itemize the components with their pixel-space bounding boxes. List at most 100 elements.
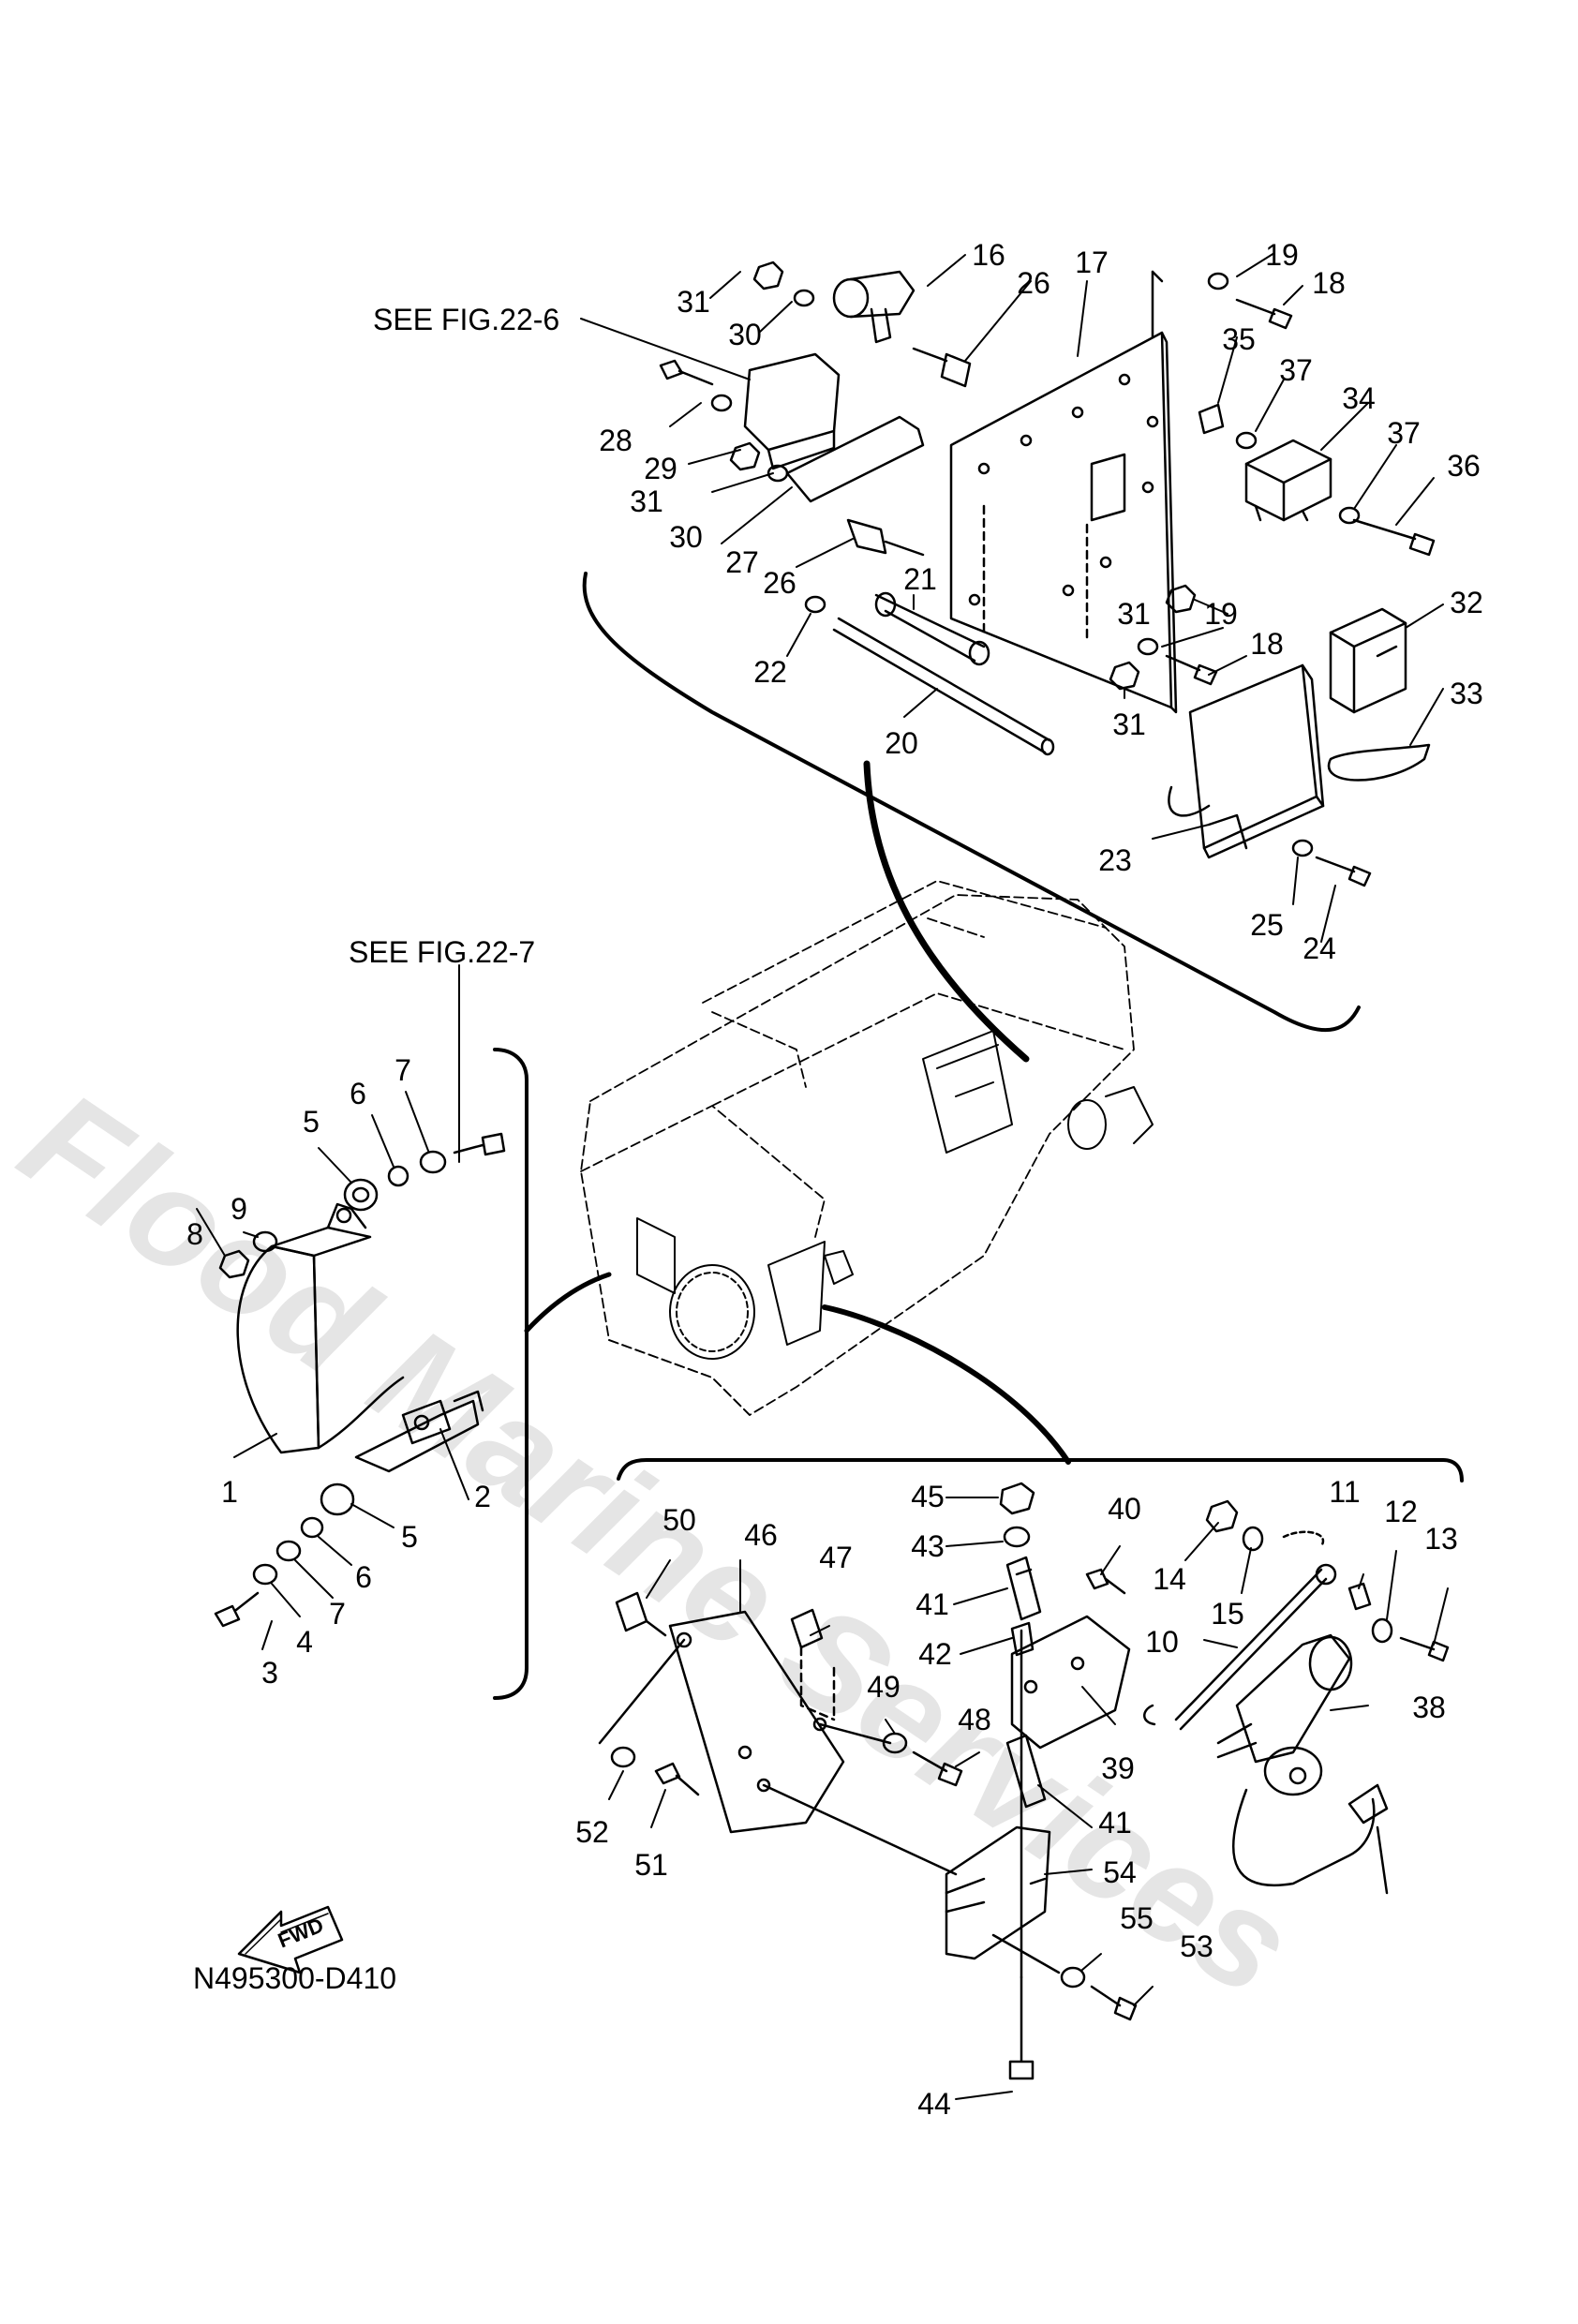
relay-34 [1244, 439, 1332, 522]
callout-31d: 31 [1112, 708, 1146, 741]
callout-19b: 19 [1204, 597, 1238, 631]
upper-leader-curve [863, 760, 1030, 1063]
bolt-53 [1090, 1985, 1138, 2021]
callout-36: 36 [1447, 449, 1481, 483]
callout-31b: 31 [630, 484, 663, 518]
washer-29 [710, 394, 733, 412]
washer-37b [1338, 506, 1361, 525]
nut-31a [752, 261, 784, 290]
bolt-24 [1315, 856, 1372, 887]
rod-10 [1174, 1568, 1328, 1731]
callout-47: 47 [819, 1541, 853, 1574]
callout-6a: 6 [350, 1077, 366, 1110]
callout-30b: 30 [669, 520, 703, 554]
washer-25 [1291, 839, 1314, 857]
nut-45 [999, 1482, 1035, 1515]
callout-43: 43 [911, 1529, 945, 1563]
washer-55 [1060, 1966, 1086, 1989]
callout-26b: 26 [763, 566, 796, 600]
callout-16: 16 [972, 238, 1005, 272]
callout-51: 51 [634, 1848, 668, 1882]
washer-52 [610, 1746, 636, 1768]
bracket-2 [354, 1390, 484, 1473]
callout-48: 48 [958, 1703, 991, 1736]
plate-46 [668, 1610, 845, 1834]
grommet-5a [343, 1178, 379, 1212]
engine-components [636, 1030, 1154, 1360]
callout-32: 32 [1450, 586, 1483, 619]
bolt-18a [1235, 298, 1293, 330]
mounting-plate [949, 270, 1178, 714]
upper-group-bracket [582, 572, 1361, 1033]
washer-7a [419, 1150, 447, 1174]
bolt-3 [214, 1591, 260, 1628]
callout-7b: 7 [329, 1597, 346, 1631]
callout-6b: 6 [355, 1560, 372, 1594]
washer-22 [804, 595, 826, 614]
reference-fig-22-6: SEE FIG.22-6 [373, 303, 560, 336]
callout-49: 49 [867, 1670, 901, 1704]
callout-35: 35 [1222, 322, 1256, 356]
nut-31c [1165, 584, 1197, 614]
reference-fig-22-7: SEE FIG.22-7 [349, 935, 536, 969]
callout-11: 11 [1329, 1475, 1361, 1509]
callout-25: 25 [1250, 908, 1284, 942]
callout-10: 10 [1145, 1625, 1179, 1659]
lower-group-bracket [617, 1458, 1464, 1482]
lower-leader-curve [822, 1304, 1071, 1465]
washer-43 [1003, 1526, 1031, 1548]
callout-37b: 37 [1387, 416, 1421, 450]
grommet-5b [320, 1482, 355, 1516]
callout-5a: 5 [303, 1105, 320, 1139]
callout-18b: 18 [1250, 627, 1284, 661]
bolt-28 [659, 359, 714, 386]
rod-20 [832, 617, 1055, 756]
callout-39: 39 [1101, 1751, 1135, 1785]
nut-31d [1109, 661, 1140, 691]
washer-15 [1242, 1526, 1264, 1552]
bolt-13 [1399, 1636, 1450, 1662]
bracket-54 [945, 1825, 1051, 1960]
collar-42 [1010, 1621, 1035, 1657]
callout-23: 23 [1098, 843, 1132, 877]
callout-28: 28 [599, 424, 633, 457]
callout-41b: 41 [1098, 1806, 1132, 1840]
nut-8 [218, 1249, 250, 1279]
callout-40: 40 [1108, 1492, 1141, 1526]
callout-29: 29 [644, 452, 677, 485]
callout-13: 13 [1424, 1522, 1458, 1556]
callout-24: 24 [1303, 931, 1336, 965]
callout-26a: 26 [1017, 266, 1050, 300]
callout-45: 45 [911, 1480, 945, 1513]
callout-55: 55 [1120, 1901, 1154, 1935]
sensor-16 [832, 270, 916, 344]
callout-5b: 5 [401, 1520, 418, 1554]
fwd-arrow [237, 1905, 344, 1974]
callout-22: 22 [753, 655, 787, 689]
callout-19a: 19 [1265, 238, 1299, 272]
rubber-21 [874, 591, 990, 666]
callout-38: 38 [1412, 1691, 1446, 1724]
actuator-38 [1216, 1633, 1389, 1895]
callout-9: 9 [231, 1192, 247, 1226]
callout-33: 33 [1450, 677, 1483, 710]
grommet-5a-inner [351, 1186, 370, 1203]
collar-11 [1347, 1582, 1372, 1611]
washer-19b [1137, 637, 1159, 656]
callout-17: 17 [1075, 246, 1109, 279]
left-leader-curve [524, 1272, 612, 1333]
callout-18a: 18 [1312, 266, 1346, 300]
connector-26b [846, 518, 925, 557]
controller-box [1168, 663, 1325, 859]
washer-7b [275, 1540, 302, 1562]
washer-9 [252, 1230, 278, 1253]
washer-19a [1207, 272, 1229, 290]
callout-31c: 31 [1117, 597, 1151, 631]
washer-4 [252, 1563, 278, 1586]
diagram-code: N495300-D410 [193, 1961, 397, 1995]
bracket-39 [1010, 1615, 1131, 1750]
callout-21: 21 [903, 562, 937, 596]
callout-41a: 41 [916, 1587, 949, 1621]
rod-end-10 [1315, 1563, 1337, 1586]
callout-4: 4 [296, 1625, 313, 1659]
